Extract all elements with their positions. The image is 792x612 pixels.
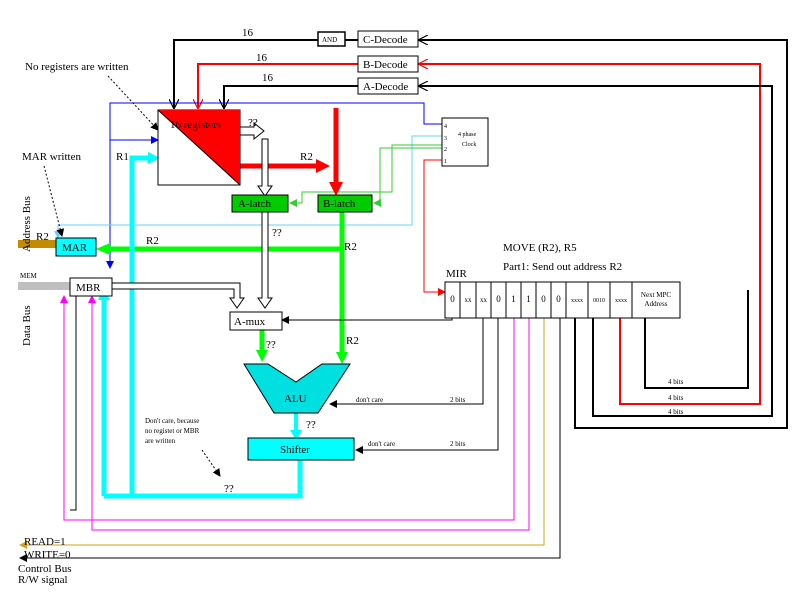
mar-input-label: R2: [36, 231, 49, 243]
write-label: WRITE=0: [24, 549, 71, 561]
hollow-arrows: [111, 121, 273, 309]
mir-field-value: xx: [480, 296, 488, 304]
mar-written-note: MAR written: [22, 151, 81, 163]
mar: [55, 237, 97, 257]
a-latch: [231, 194, 289, 213]
mir-field-value: 0: [450, 294, 455, 304]
two-bits-label-2: 2 bits: [450, 440, 466, 448]
register-file-label: 16 registers: [170, 119, 221, 131]
mir-field-value: 0: [496, 294, 501, 304]
dont-care-note-3: are written: [145, 437, 176, 445]
data-bus-label: Data Bus: [21, 305, 33, 346]
green-buses: [96, 212, 348, 364]
data-bus-bar: [18, 282, 70, 290]
clock-pin-2: 2: [444, 147, 447, 153]
control-bus-label: Control Bus: [18, 563, 71, 575]
r1-label: R1: [116, 151, 129, 163]
dont-care-shift-label: don't care: [368, 440, 395, 448]
no-registers-note: No registers are written: [25, 61, 129, 73]
a-decoder-label: A-Decode: [363, 81, 408, 93]
four-bits-label-2: 4 bits: [668, 394, 684, 402]
mbr: [69, 277, 113, 297]
r2-alu-label: R2: [346, 335, 359, 347]
b-decoder: [357, 55, 419, 73]
alu-label: ALU: [284, 393, 307, 405]
mir-field-value: xxxx: [571, 298, 583, 304]
c-bus: [101, 155, 303, 499]
r2-bus-label: R2: [344, 241, 357, 253]
and-gate: [317, 31, 346, 47]
mir-field-value: 0010: [593, 298, 605, 304]
dont-care-pointer: [201, 449, 221, 477]
clock-pin-1: 1: [444, 159, 447, 165]
address-bus-bar: [18, 240, 56, 248]
mir-field-value: 0: [556, 294, 561, 304]
mir-field-value: xxxx: [615, 298, 627, 304]
r2-to-mar-label: R2: [146, 235, 159, 247]
clock-label-2: Clock: [462, 142, 476, 148]
dont-care-note-2: no registet or MBR: [145, 427, 200, 435]
width-label-c: 16: [242, 27, 254, 39]
read-label: READ=1: [24, 536, 66, 548]
clock-label-1: 4 phase: [458, 132, 476, 138]
alu: [243, 363, 351, 414]
no-registers-pointer: [107, 75, 159, 131]
and-gate-label: AND: [322, 36, 337, 44]
mir-field-value: 0: [541, 294, 546, 304]
instruction-title: MOVE (R2), R5: [503, 242, 577, 254]
a-latch-label: A-latch: [238, 198, 271, 210]
reg-unknown-label: ??: [248, 117, 258, 129]
four-bits-label-1: 4 bits: [668, 378, 684, 386]
mbr-label: MBR: [76, 282, 101, 294]
mir-field-value: 1: [526, 294, 531, 304]
c-decoder-label: C-Decode: [363, 34, 408, 46]
red-paths: [240, 108, 343, 196]
address-bus-label: Address Bus: [21, 196, 33, 252]
mir-control-lines: [19, 295, 561, 562]
b-decoder-label: B-Decode: [363, 59, 408, 71]
amux-unknown-label: ??: [266, 339, 276, 351]
mir-next-address-label: Next MPC: [641, 291, 671, 299]
mir-field-value: xx: [465, 296, 473, 304]
clock-pin-3: 3: [444, 136, 447, 142]
b-latch-label: B-latch: [323, 198, 356, 210]
a-mux: [229, 311, 283, 331]
shifter-unknown-label: ??: [224, 483, 234, 495]
c-decoder: [357, 30, 419, 48]
width-label-a: 16: [262, 72, 274, 84]
mar-written-pointer: [43, 165, 65, 237]
shifter-label: Shifter: [280, 444, 310, 456]
step-title: Part1: Send out address R2: [503, 261, 622, 273]
dont-care-note-1: Don't care, because: [145, 417, 199, 425]
b-latch: [317, 194, 373, 213]
rw-signal-label: R/W signal: [18, 574, 68, 586]
mir-next-address-label: Address: [645, 300, 668, 308]
r2-reg-out-label: R2: [300, 151, 313, 163]
clock: [441, 117, 489, 167]
mir-label: MIR: [446, 268, 467, 280]
register-file: 16 registers: [157, 109, 241, 186]
width-label-b: 16: [256, 52, 268, 64]
mem-label: MEM: [20, 272, 38, 280]
a-mux-label: A-mux: [234, 316, 266, 328]
alu-shifter-arrow: [290, 430, 302, 440]
alu-unknown-label: ??: [306, 419, 316, 431]
decoder-buses: [419, 40, 788, 429]
clock-pin-4: 4: [444, 124, 447, 130]
mir-next-address-field: [631, 281, 681, 319]
dont-care-alu-label: don't care: [356, 396, 383, 404]
alatch-unknown-label: ??: [272, 227, 282, 239]
register-select-lines: [174, 39, 358, 108]
a-decoder: [357, 77, 419, 95]
c-bus-arrow-regs: [148, 152, 160, 164]
mir-field-value: 1: [511, 294, 516, 304]
shifter: [247, 437, 355, 461]
two-bits-label-1: 2 bits: [450, 396, 466, 404]
four-bits-label-3: 4 bits: [668, 408, 684, 416]
mar-label: MAR: [62, 242, 88, 254]
